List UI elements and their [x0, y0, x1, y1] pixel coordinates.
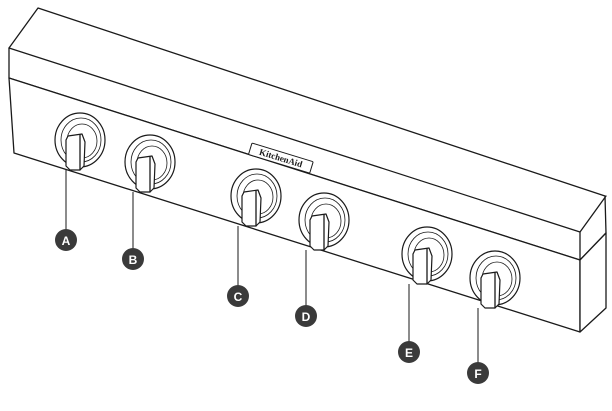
- callout-marker-a: A: [55, 229, 77, 251]
- callout-marker-c: C: [227, 285, 249, 307]
- knob-a-handle: [66, 134, 85, 170]
- knob-c-handle: [242, 190, 261, 226]
- callout-marker-e: E: [398, 341, 420, 363]
- knob-d-handle: [310, 214, 329, 250]
- callout-marker-b: B: [122, 248, 144, 270]
- callout-label-b: B: [129, 253, 138, 267]
- callout-label-a: A: [62, 234, 71, 248]
- knob-f-handle: [481, 272, 500, 308]
- callout-label-c: C: [234, 290, 243, 304]
- callout-marker-f: F: [467, 362, 489, 384]
- callout-marker-d: D: [295, 305, 317, 327]
- knob-e-handle: [413, 248, 432, 284]
- callout-label-d: D: [302, 310, 311, 324]
- callout-label-e: E: [405, 346, 413, 360]
- callout-label-f: F: [474, 367, 481, 381]
- knob-b-handle: [136, 156, 155, 192]
